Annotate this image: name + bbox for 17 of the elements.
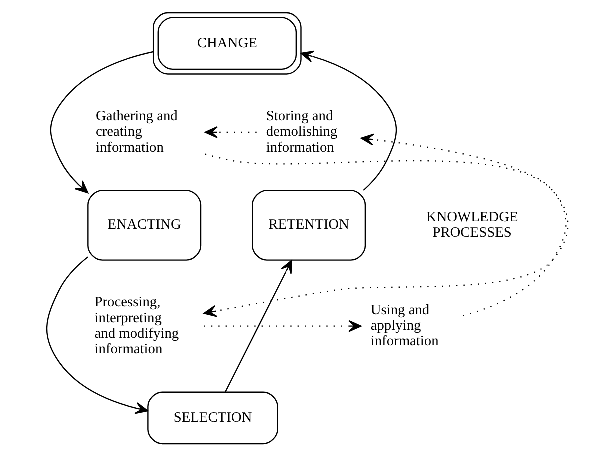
arrow — [204, 320, 362, 332]
node-text: Storing and demolishing information — [266, 108, 338, 156]
arrow — [46, 256, 149, 414]
node-text: Processing, interpreting and modifying information — [94, 294, 180, 358]
arrow — [204, 126, 257, 138]
arrow — [224, 260, 292, 393]
node-text: Gathering and creating information — [96, 108, 178, 156]
arrow — [360, 134, 567, 317]
node-text: Using and applying information — [370, 302, 439, 350]
label: KNOWLEDGE PROCESSES — [426, 209, 518, 242]
node-box: SELECTION — [148, 392, 278, 445]
node-box: CHANGE — [153, 12, 302, 75]
arrow — [50, 51, 154, 194]
arrow — [300, 50, 398, 191]
node-box: RETENTION — [252, 190, 366, 261]
node-box: ENACTING — [88, 190, 202, 261]
arrow — [204, 154, 569, 318]
